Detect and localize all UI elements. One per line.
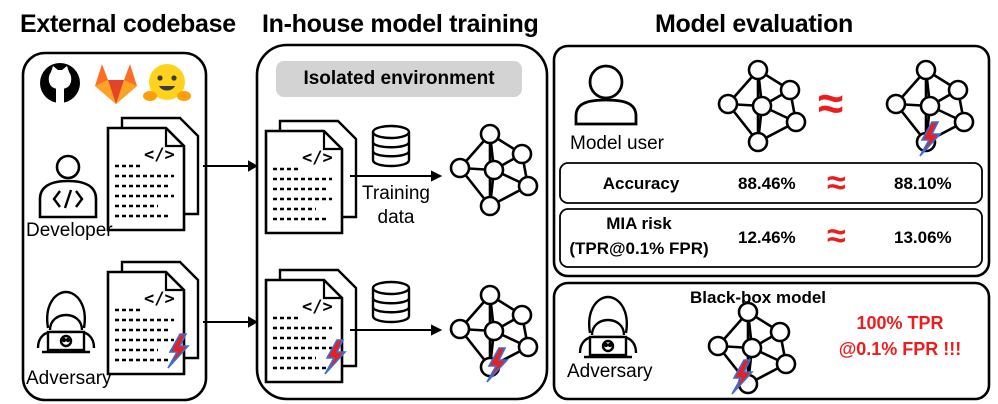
developer-label: Developer bbox=[26, 220, 113, 241]
arrow-train-upper bbox=[350, 170, 443, 182]
accuracy-row-box bbox=[559, 162, 983, 204]
huggingface-icon bbox=[143, 64, 191, 101]
github-icon bbox=[40, 63, 80, 103]
blackbox-adversary-label: Adversary bbox=[567, 361, 653, 382]
blackbox-title: Black-box model bbox=[690, 288, 827, 307]
training-data-label-line1: Training bbox=[362, 183, 430, 204]
code-document-icon bbox=[106, 260, 200, 376]
accuracy-poisoned-value: 88.10% bbox=[894, 174, 952, 193]
training-data-label-line2: data bbox=[377, 207, 415, 228]
mia-risk-poisoned-value: 13.06% bbox=[894, 228, 952, 247]
evaluation-panel bbox=[552, 44, 991, 278]
adversary-label: Adversary bbox=[26, 368, 112, 389]
blackbox-panel bbox=[552, 281, 991, 401]
attack-result-line2: @0.1% FPR !!! bbox=[838, 339, 962, 359]
isolated-environment-badge: Isolated environment bbox=[276, 61, 522, 97]
arrow-upper bbox=[203, 160, 259, 172]
gitlab-icon bbox=[95, 64, 137, 104]
accuracy-label: Accuracy bbox=[602, 174, 680, 193]
database-icon bbox=[371, 124, 411, 168]
neural-network-icon bbox=[707, 301, 797, 395]
external-codebase-title: External codebase bbox=[20, 10, 236, 38]
accuracy-clean-value: 88.46% bbox=[738, 174, 796, 193]
code-document-icon bbox=[106, 116, 200, 232]
evaluation-title: Model evaluation bbox=[655, 10, 854, 38]
database-icon bbox=[371, 280, 411, 324]
arrow-lower bbox=[203, 316, 259, 328]
code-document-icon bbox=[264, 119, 358, 235]
neural-network-icon bbox=[717, 59, 807, 153]
mia-risk-clean-value: 12.46% bbox=[738, 228, 796, 247]
mia-risk-sublabel: (TPR@0.1% FPR) bbox=[569, 239, 709, 258]
isolated-environment-label: Isolated environment bbox=[303, 68, 495, 89]
training-panel bbox=[255, 43, 549, 401]
code-document-icon bbox=[264, 268, 358, 384]
neural-network-icon bbox=[449, 123, 539, 217]
mia-risk-row-box bbox=[559, 208, 983, 268]
attack-result-line1: 100% TPR bbox=[856, 313, 944, 333]
arrow-train-lower bbox=[350, 324, 443, 336]
approx-symbol-models: ≈ bbox=[818, 77, 844, 129]
mia-risk-label: MIA risk bbox=[606, 214, 672, 233]
approx-symbol-mia: ≈ bbox=[827, 217, 846, 255]
user-icon bbox=[574, 64, 638, 126]
training-title: In-house model training bbox=[262, 10, 539, 38]
adversary-icon bbox=[578, 295, 638, 359]
external-codebase-panel bbox=[21, 51, 208, 402]
approx-symbol-accuracy: ≈ bbox=[827, 164, 846, 202]
adversary-icon bbox=[36, 290, 96, 354]
model-user-label: Model user bbox=[570, 133, 664, 154]
developer-icon bbox=[38, 154, 98, 219]
